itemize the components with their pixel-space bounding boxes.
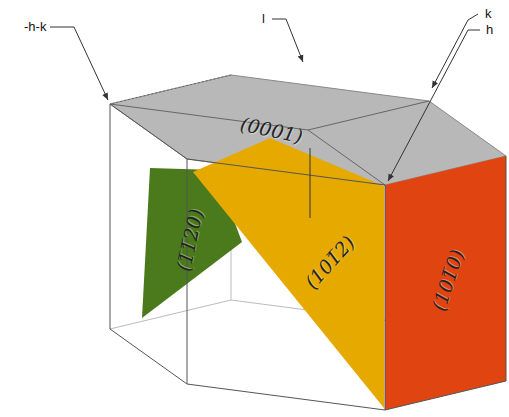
axis-label: h [486, 22, 493, 37]
axis-label: l [262, 11, 265, 26]
axis-label: k [485, 6, 492, 21]
axis-label: -h-k [24, 19, 46, 34]
